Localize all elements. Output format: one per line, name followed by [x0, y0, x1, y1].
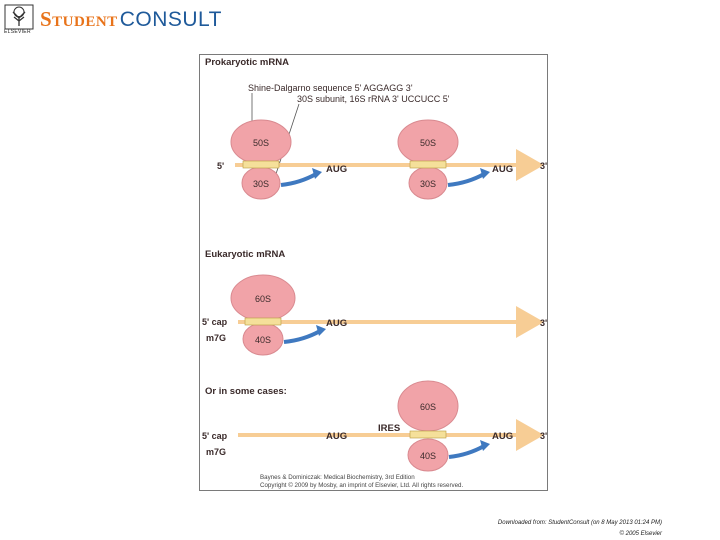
ires-cap-label: 5' cap	[202, 431, 228, 441]
prokaryotic-five-prime: 5'	[217, 161, 224, 171]
copyright-note: © 2005 Elsevier	[619, 531, 662, 537]
direction-arrowhead-icon	[316, 325, 326, 336]
label-40s: 40S	[255, 335, 271, 345]
prokaryotic-three-prime: 3'	[540, 161, 547, 171]
label-50s: 50S	[253, 138, 269, 148]
ires-cap-sub: m7G	[206, 447, 226, 457]
eukaryotic-title: Eukaryotic mRNA	[205, 249, 285, 260]
direction-arrowhead-icon	[480, 168, 490, 179]
credit-line-2: Copyright © 2009 by Mosby, an imprint of…	[260, 482, 464, 489]
publisher-name: ELSEVIER	[4, 29, 31, 35]
elsevier-logo	[4, 4, 34, 38]
label-60s: 60S	[420, 402, 436, 412]
brand-student: Student	[40, 7, 118, 31]
translation-initiation-figure: Prokaryotic mRNA Shine-Dalgarno sequence…	[199, 54, 548, 491]
elsevier-tree-icon	[4, 4, 34, 30]
direction-arrow-icon	[448, 444, 485, 459]
ires-label: IRES	[378, 423, 400, 434]
eukaryotic-ribosome: 60S 40S	[230, 274, 296, 356]
header: ELSEVIER StudentCONSULT	[0, 0, 720, 44]
prokaryotic-ribosome-2: 50S 30S	[397, 119, 459, 200]
eukaryotic-cap-label: 5' cap	[202, 317, 228, 327]
label-30s: 30S	[420, 179, 436, 189]
ires-three-prime: 3'	[540, 431, 547, 441]
label-30s: 30S	[253, 179, 269, 189]
direction-arrowhead-icon	[312, 168, 322, 179]
ires-ribosome: 60S 40S	[397, 380, 459, 472]
label-40s: 40S	[420, 451, 436, 461]
direction-arrow-icon	[283, 329, 321, 344]
eukaryotic-aug: AUG	[326, 318, 347, 329]
small-subunit-40s	[407, 438, 449, 472]
prokaryotic-ribosome-1: 50S 30S	[230, 119, 292, 200]
prokaryotic-title: Prokaryotic mRNA	[205, 57, 289, 68]
eukaryotic-three-prime: 3'	[540, 318, 547, 328]
direction-arrow-icon	[447, 172, 485, 187]
direction-arrow-icon	[280, 172, 317, 187]
credit-line-1: Baynes & Dominiczak: Medical Biochemistr…	[260, 474, 415, 481]
binding-site	[409, 160, 447, 169]
brand-consult: CONSULT	[119, 8, 222, 31]
brand-logo: StudentCONSULT	[40, 7, 222, 32]
rrna-label: 30S subunit, 16S rRNA 3' UCCUCC 5'	[297, 94, 450, 104]
shine-dalgarno-label: Shine-Dalgarno sequence 5' AGGAGG 3'	[248, 83, 413, 93]
ires-aug-1: AUG	[326, 431, 347, 442]
direction-arrowhead-icon	[480, 440, 490, 451]
label-50s: 50S	[420, 138, 436, 148]
ires-case-title: Or in some cases:	[205, 386, 287, 397]
binding-site	[242, 160, 280, 169]
download-note: Downloaded from: StudentConsult (on 8 Ma…	[497, 520, 662, 526]
footer: Downloaded from: StudentConsult (on 8 Ma…	[498, 518, 662, 540]
label-60s: 60S	[255, 294, 271, 304]
eukaryotic-cap-sub: m7G	[206, 333, 226, 343]
ires-aug-2: AUG	[492, 431, 513, 442]
binding-site	[244, 317, 282, 326]
prokaryotic-aug-2: AUG	[492, 164, 513, 175]
figure-diagram: Prokaryotic mRNA Shine-Dalgarno sequence…	[202, 57, 547, 489]
binding-site	[409, 430, 447, 439]
prokaryotic-aug-1: AUG	[326, 164, 347, 175]
